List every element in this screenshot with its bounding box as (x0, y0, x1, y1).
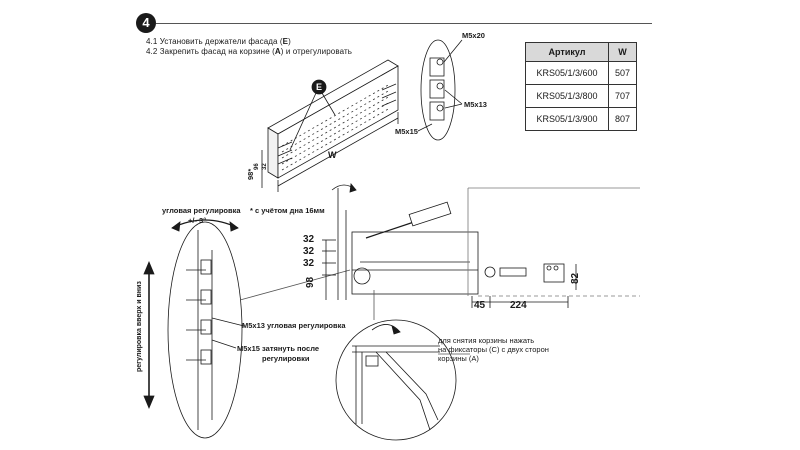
m5x13-angular-label: M5x13 угловая регулировка (242, 321, 346, 330)
angular-adjust-title: угловая регулировка (162, 206, 241, 215)
instruction-2: 4.2 Закрепить фасад на корзине (A) и отр… (146, 47, 352, 56)
vertical-adjust-label: регулировка вверх и вниз (136, 281, 143, 372)
angular-adjust-value: +/- 3° (188, 216, 207, 225)
dim-82: 82 (570, 272, 581, 284)
dim-32-top: 32 (303, 234, 315, 245)
removal-note-line-1: для снятия корзины нажать (438, 336, 535, 345)
instruction-1: 4.1 Установить держатели фасада (E) (146, 37, 291, 46)
footnote-label: * с учётом дна 16мм (250, 206, 325, 215)
facade-panel-drawing (261, 59, 399, 192)
m5x15-tighten-label-1: M5x15 затянуть после (237, 344, 320, 353)
step-number-badge: 4 (136, 13, 156, 33)
screw-m5x13-label: M5x13 (464, 100, 487, 109)
table-header-row: Артикул W (525, 42, 637, 62)
dim-32-bottom: 32 (303, 258, 315, 269)
step-divider (156, 23, 652, 24)
table-cell-w: 507 (608, 61, 637, 85)
dim-98-star-label: 98* (246, 168, 255, 180)
dim-45: 45 (474, 300, 486, 311)
removal-note-line-3: корзины (A) (438, 354, 479, 363)
article-table: Артикул W KRS05/1/3/600 507 KRS05/1/3/80… (525, 42, 637, 131)
table-header-article: Артикул (525, 42, 609, 62)
screw-detail-drawing (417, 39, 463, 141)
width-w-label: W (328, 150, 337, 160)
dim-32-label: 32 (262, 163, 268, 170)
table-cell-code: KRS05/1/3/600 (525, 61, 609, 85)
table-cell-w: 807 (608, 107, 637, 131)
removal-note-line-2: на фиксаторы (C) с двух сторон (438, 345, 549, 354)
table-cell-w: 707 (608, 84, 637, 108)
dim-98: 98 (305, 276, 316, 288)
table-row: KRS05/1/3/900 807 (525, 107, 637, 131)
table-header-w: W (608, 42, 637, 62)
cabinet-section-drawing (322, 183, 640, 308)
screw-m5x20-label: M5x20 (462, 31, 485, 40)
dim-96-label: 96 (254, 163, 260, 170)
table-row: KRS05/1/3/600 507 (525, 61, 637, 85)
callout-e-label: E (316, 82, 323, 92)
table-cell-code: KRS05/1/3/900 (525, 107, 609, 131)
dim-224: 224 (510, 300, 527, 311)
m5x15-tighten-label-2: регулировки (262, 354, 310, 363)
screw-m5x15-label: M5x15 (395, 127, 418, 136)
dim-32-middle: 32 (303, 246, 315, 257)
adjustment-detail-drawing (143, 219, 351, 439)
basket-latch-detail-drawing (335, 290, 470, 441)
